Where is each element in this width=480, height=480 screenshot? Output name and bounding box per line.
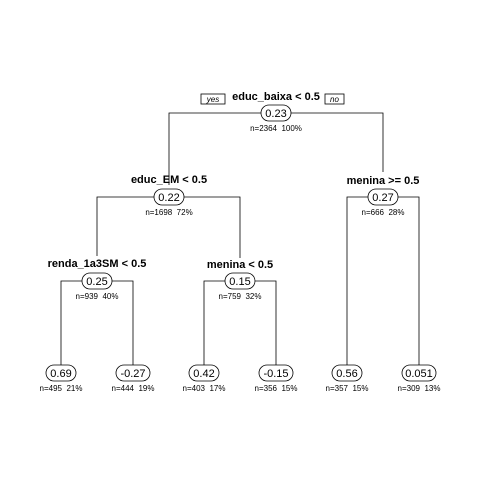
tree-node-lr: menina < 0.5 0.15 n=759 32%: [207, 259, 273, 301]
tree-leaf-rr: 0.051 n=309 13%: [398, 364, 441, 393]
node-stats: n=759 32%: [219, 292, 262, 301]
tree-edges: [60, 112, 420, 366]
edge-ll-llr: [111, 280, 134, 366]
tree-leaf-lll: 0.69 n=495 21%: [40, 364, 83, 393]
split-label: educ_EM < 0.5: [131, 174, 207, 186]
yes-tag: yes: [200, 93, 226, 105]
leaf-value: 0.56: [336, 368, 357, 380]
node-value-box: [153, 188, 185, 206]
node-value: 0.22: [158, 192, 179, 204]
leaf-stats: n=403 17%: [183, 384, 226, 393]
node-value: 0.23: [265, 108, 286, 120]
node-stats: n=1698 72%: [145, 208, 192, 217]
edge-root-left: [168, 112, 262, 185]
no-tag-box: [324, 93, 345, 105]
node-value-box: [260, 104, 292, 122]
leaf-value: 0.42: [193, 368, 214, 380]
node-stats: n=939 40%: [76, 292, 119, 301]
leaf-stats: n=309 13%: [398, 384, 441, 393]
tree-node-r: menina >= 0.5 0.27 n=666 28%: [347, 175, 420, 217]
tree-leaf-lrr: -0.15 n=356 15%: [255, 364, 298, 393]
leaf-value-box: [115, 364, 151, 382]
leaf-stats: n=357 15%: [326, 384, 369, 393]
leaf-value: -0.15: [263, 368, 288, 380]
tree-leaf-lrl: 0.42 n=403 17%: [183, 364, 226, 393]
edge-root-right: [290, 112, 384, 172]
leaf-value: -0.27: [120, 368, 145, 380]
yes-tag-box: [200, 93, 226, 105]
node-value: 0.25: [86, 276, 107, 288]
yes-tag-label: yes: [206, 95, 219, 104]
tree-leaf-rl: 0.56 n=357 15%: [326, 364, 369, 393]
tree-node-ll: renda_1a3SM < 0.5 0.25 n=939 40%: [48, 258, 147, 301]
leaf-value-box: [401, 364, 437, 382]
tree-leaf-llr: -0.27 n=444 19%: [112, 364, 155, 393]
split-label: menina < 0.5: [207, 259, 273, 271]
leaf-value: 0.051: [405, 368, 433, 380]
leaf-value-box: [188, 364, 220, 382]
node-stats: n=666 28%: [362, 208, 405, 217]
split-label: renda_1a3SM < 0.5: [48, 258, 147, 270]
node-stats: n=2364 100%: [250, 124, 302, 133]
edge-l-lr: [183, 196, 241, 258]
tree-node-root: educ_baixa < 0.5 0.23 n=2364 100%: [232, 91, 320, 133]
edge-lr-lrl: [203, 280, 226, 366]
leaf-value-box: [258, 364, 294, 382]
edge-l-ll: [96, 196, 155, 256]
split-label: educ_baixa < 0.5: [232, 91, 320, 103]
leaf-stats: n=495 21%: [40, 384, 83, 393]
edge-r-rr: [397, 196, 420, 366]
edge-r-rl: [346, 196, 369, 366]
node-value-box: [367, 188, 399, 206]
node-value: 0.15: [229, 276, 250, 288]
leaf-value-box: [331, 364, 363, 382]
node-value-box: [81, 272, 113, 290]
leaf-value: 0.69: [50, 368, 71, 380]
edge-ll-lll: [60, 280, 83, 366]
node-value-box: [224, 272, 256, 290]
leaf-value-box: [45, 364, 77, 382]
no-tag: no: [324, 93, 345, 105]
leaf-stats: n=444 19%: [112, 384, 155, 393]
leaf-stats: n=356 15%: [255, 384, 298, 393]
tree-node-l: educ_EM < 0.5 0.22 n=1698 72%: [131, 174, 207, 217]
split-label: menina >= 0.5: [347, 175, 420, 187]
node-value: 0.27: [372, 192, 393, 204]
no-tag-label: no: [330, 95, 339, 104]
edge-lr-lrr: [254, 280, 277, 366]
